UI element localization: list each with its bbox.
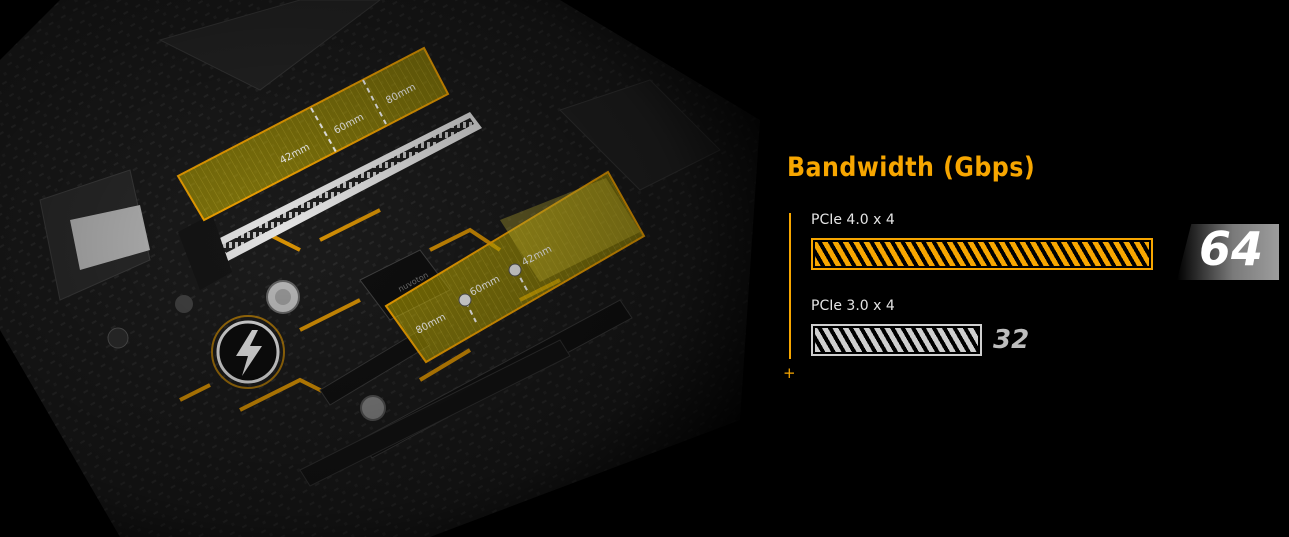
bar-value-pcie3: 32 [993, 325, 1030, 355]
motherboard-illustration: nuvoton 42mm 60mm 80mm [0, 0, 760, 537]
bandwidth-bar-fill-pcie3 [815, 328, 978, 352]
vignette [0, 0, 760, 537]
panel-title: Bandwidth (Gbps) [787, 152, 1036, 183]
bar-label-pcie3: PCIe 3.0 x 4 [811, 298, 895, 314]
bandwidth-bar-pcie4 [811, 238, 1153, 270]
bar-label-pcie4: PCIe 4.0 x 4 [811, 212, 895, 228]
bandwidth-panel: Bandwidth (Gbps) + PCIe 4.0 x 4 64 PCIe … [783, 150, 1279, 410]
bar-value-pcie4: 64 [1199, 222, 1264, 276]
bandwidth-bar-pcie3 [811, 324, 982, 356]
plus-marker-icon: + [783, 364, 796, 382]
panel-divider [789, 213, 791, 359]
value-badge [1177, 224, 1279, 280]
bandwidth-bar-fill-pcie4 [815, 242, 1149, 266]
